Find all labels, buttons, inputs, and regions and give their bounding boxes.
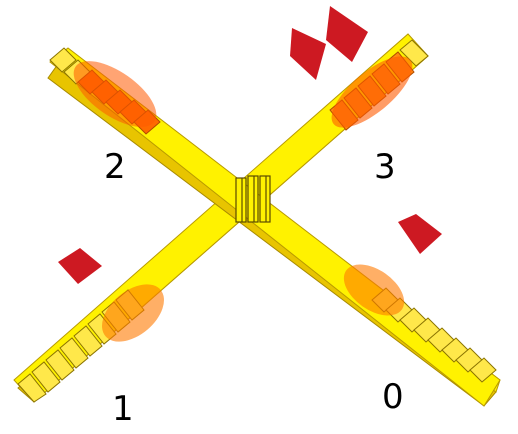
arm-2-0 (47, 47, 501, 407)
crossing-junction-icon (235, 175, 271, 223)
arm-1-3 (13, 33, 429, 403)
red-diamond-marker-icon (58, 248, 102, 284)
port-label-1: 1 (112, 389, 134, 429)
red-diamond-marker-icon (290, 6, 368, 80)
hotspot-port-1 (102, 284, 164, 342)
hotspot-port-2 (73, 61, 157, 127)
port-label-0: 0 (382, 377, 404, 417)
hotspot-port-3 (331, 56, 413, 128)
red-diamond-marker-icon (398, 214, 442, 254)
port-label-2: 2 (104, 147, 126, 187)
hotspot-port-0 (343, 264, 405, 316)
port-label-3: 3 (374, 147, 396, 187)
